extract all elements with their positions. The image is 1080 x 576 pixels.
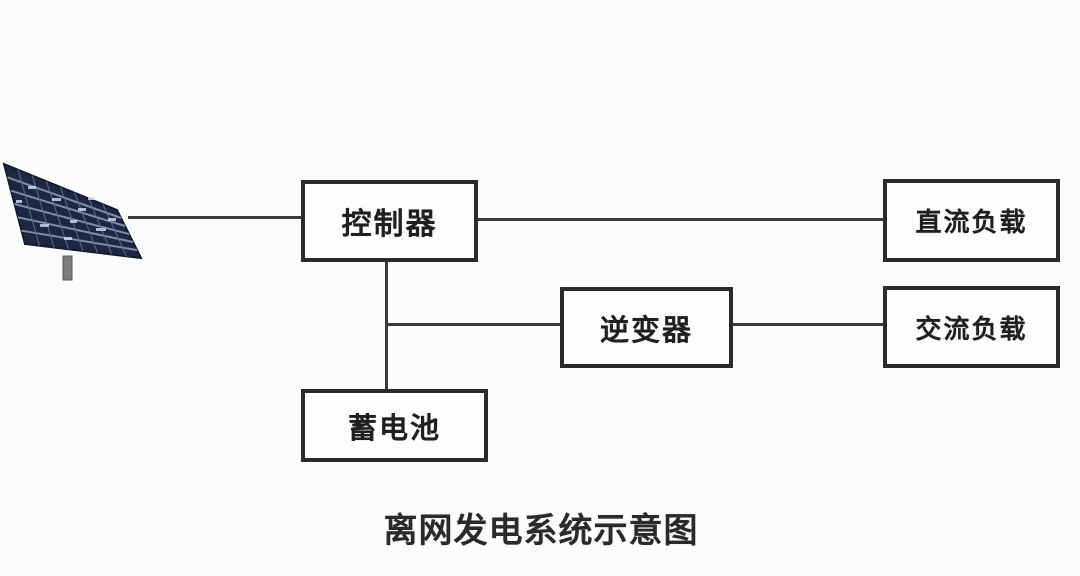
wire-inverter-to-ac-load <box>733 323 883 326</box>
wire-controller-to-dc-load <box>478 218 883 221</box>
node-inverter: 逆变器 <box>560 287 733 368</box>
wire-junction-to-inverter <box>385 323 560 326</box>
node-battery-label: 蓄电池 <box>347 412 441 445</box>
node-ac-load: 交流负载 <box>883 286 1060 368</box>
node-inverter-label: 逆变器 <box>599 314 693 347</box>
node-dc-load-label: 直流负载 <box>915 207 1028 237</box>
solar-panel-icon <box>0 140 160 290</box>
node-controller: 控制器 <box>301 180 478 262</box>
node-battery: 蓄电池 <box>301 389 488 462</box>
wire-panel-to-controller <box>128 216 301 219</box>
diagram-title: 离网发电系统示意图 <box>383 512 699 550</box>
node-ac-load-label: 交流负载 <box>915 313 1028 344</box>
node-controller-label: 控制器 <box>341 208 438 241</box>
node-dc-load: 直流负载 <box>883 179 1060 262</box>
